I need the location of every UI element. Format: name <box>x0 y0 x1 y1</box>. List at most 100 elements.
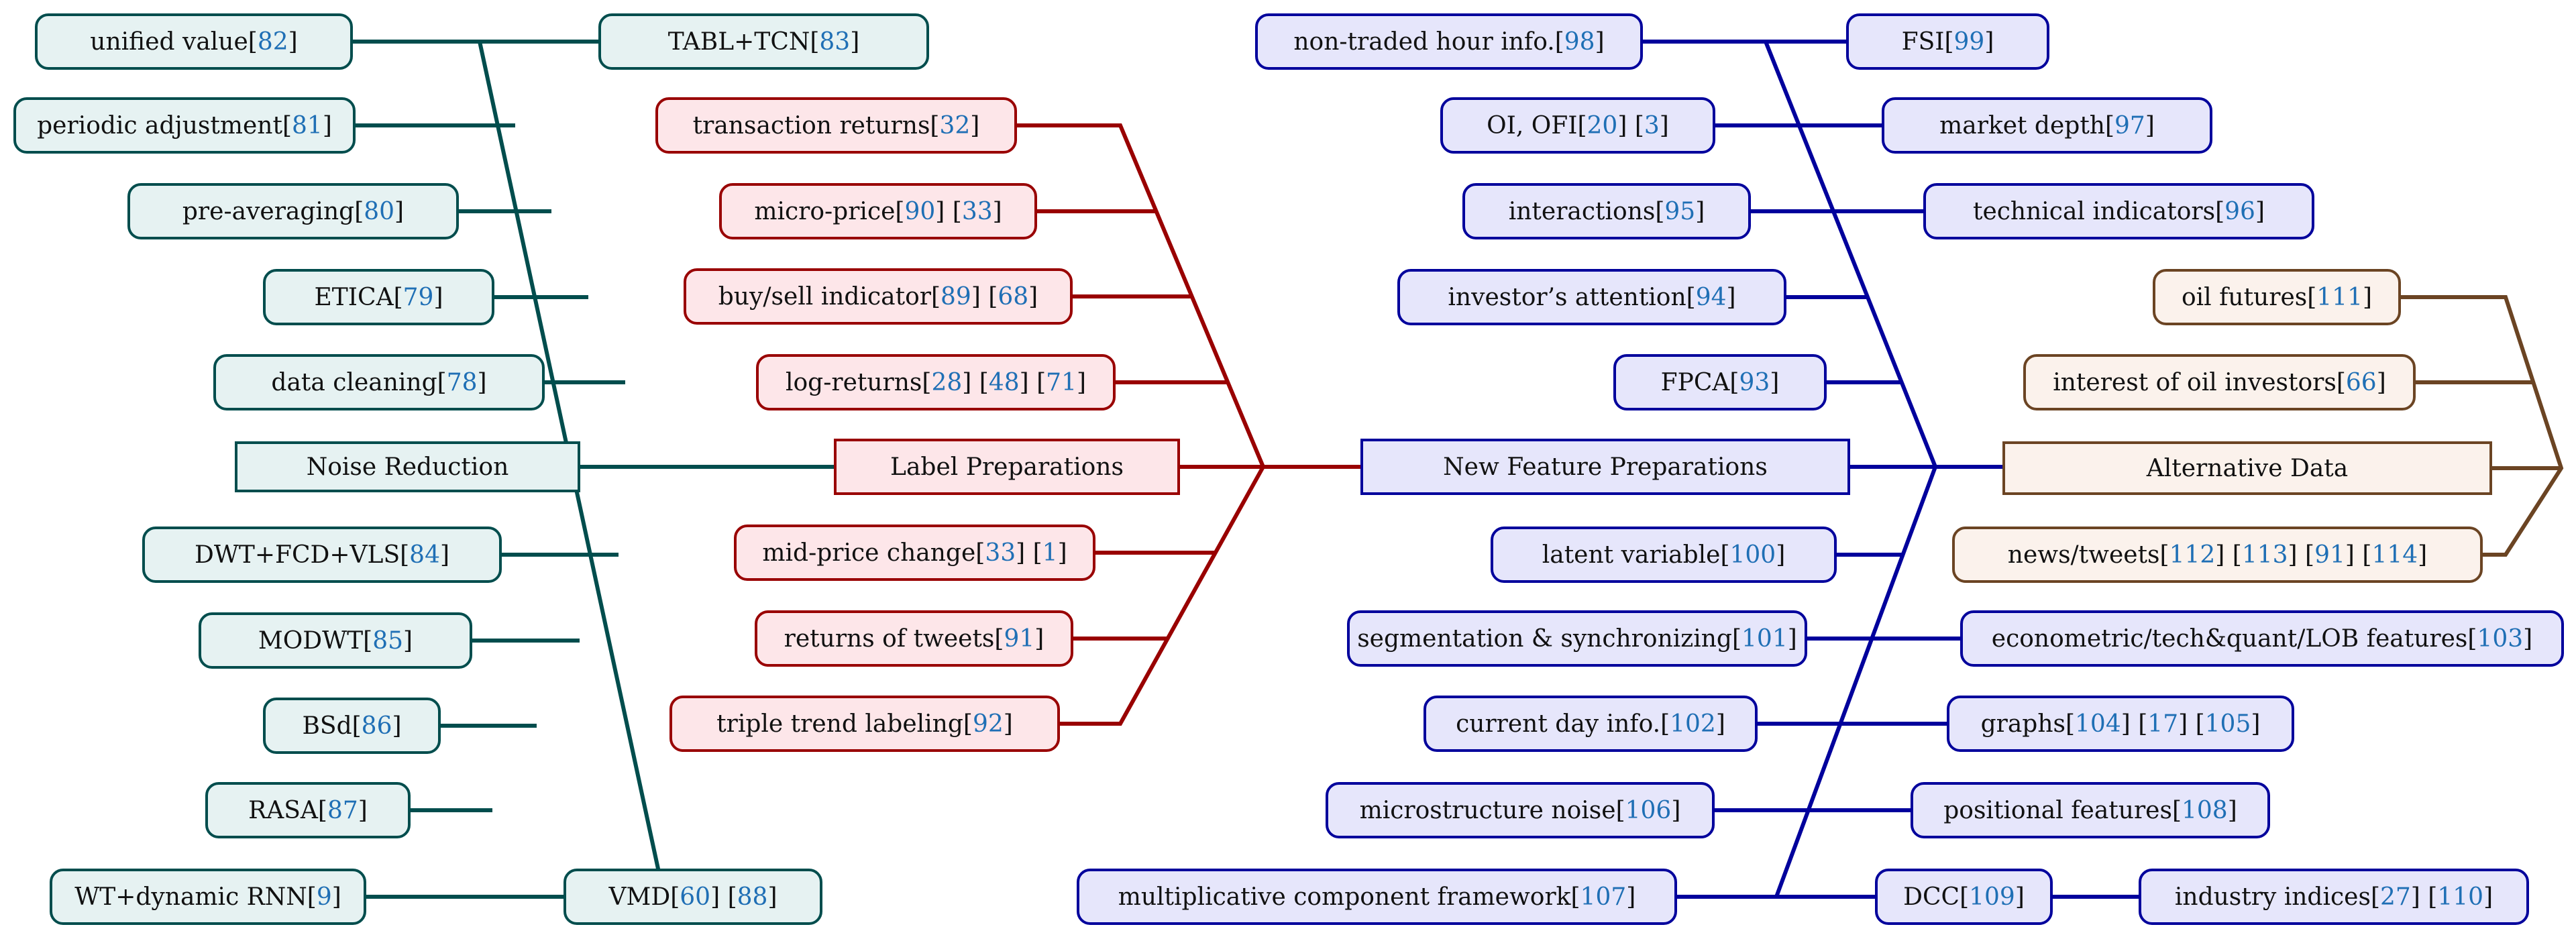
feature-item: DCC [109] <box>1875 869 2053 925</box>
label-item: log-returns [28] [48] [71] <box>756 354 1116 410</box>
citation-link[interactable]: 111 <box>2316 283 2363 311</box>
citation-link[interactable]: 113 <box>2241 541 2288 569</box>
citation-link[interactable]: 20 <box>1587 111 1618 140</box>
node-label: FSI <box>1901 27 1945 56</box>
citation-link[interactable]: 100 <box>1729 541 1776 569</box>
citation-link[interactable]: 89 <box>941 282 971 311</box>
feature-item: FPCA [93] <box>1613 354 1827 410</box>
node-label: FPCA <box>1660 368 1730 396</box>
node-label: RASA <box>248 796 318 824</box>
citation-link[interactable]: 85 <box>372 626 404 655</box>
node-label: pre-averaging <box>182 197 355 225</box>
node-label: interest of oil investors <box>2053 368 2337 396</box>
citation-link[interactable]: 78 <box>446 368 478 396</box>
citation-link[interactable]: 83 <box>819 27 851 56</box>
citation-link[interactable]: 82 <box>257 27 288 56</box>
citation-link[interactable]: 108 <box>2181 796 2228 824</box>
citation-link[interactable]: 99 <box>1953 27 1985 56</box>
alt-group-title: Alternative Data <box>2002 441 2492 495</box>
citation-link[interactable]: 81 <box>292 111 323 140</box>
node-label: triple trend labeling <box>716 710 963 738</box>
citation-link[interactable]: 94 <box>1695 283 1727 311</box>
citation-link[interactable]: 9 <box>316 883 332 911</box>
label-item: micro-price [90] [33] <box>719 183 1037 239</box>
citation-link[interactable]: 92 <box>972 710 1004 738</box>
citation-link[interactable]: 96 <box>2224 197 2255 225</box>
node-label: TABL+TCN <box>667 27 810 56</box>
node-label: positional features <box>1943 796 2172 824</box>
citation-link[interactable]: 33 <box>961 197 993 225</box>
citation-link[interactable]: 109 <box>1969 883 2015 911</box>
citation-link[interactable]: 97 <box>2114 111 2145 140</box>
citation-link[interactable]: 98 <box>1564 27 1595 56</box>
citation-link[interactable]: 71 <box>1046 368 1077 396</box>
citation-link[interactable]: 91 <box>1004 624 1035 653</box>
noise-item: WT+dynamic RNN [9] <box>50 869 366 925</box>
noise-item: ETICA [79] <box>263 269 494 325</box>
citation-link[interactable]: 32 <box>939 111 971 140</box>
label-item: transaction returns [32] <box>655 97 1017 154</box>
citation-link[interactable]: 68 <box>998 282 1029 311</box>
citation-link[interactable]: 87 <box>327 796 358 824</box>
citation-link[interactable]: 1 <box>1042 539 1058 567</box>
node-label: non-traded hour info. <box>1293 27 1555 56</box>
node-label: periodic adjustment <box>37 111 282 140</box>
citation-link[interactable]: 66 <box>2345 368 2377 396</box>
node-label: graphs <box>1980 710 2065 738</box>
citation-link[interactable]: 86 <box>361 712 392 740</box>
citation-link[interactable]: 110 <box>2437 883 2484 911</box>
node-label: transaction returns <box>692 111 930 140</box>
node-label: BSd <box>302 712 352 740</box>
feature-item: FSI [99] <box>1846 13 2049 70</box>
node-label: OI, OFI <box>1487 111 1578 140</box>
citation-link[interactable]: 105 <box>2204 710 2251 738</box>
citation-link[interactable]: 88 <box>737 883 768 911</box>
node-label: industry indices <box>2174 883 2371 911</box>
node-label: MODWT <box>258 626 364 655</box>
feature-item: OI, OFI [20] [3] <box>1440 97 1715 154</box>
node-label: DWT+FCD+VLS <box>194 541 400 569</box>
feature-item: technical indicators [96] <box>1923 183 2314 239</box>
citation-link[interactable]: 27 <box>2379 883 2411 911</box>
alt-group-title-label: Alternative Data <box>2146 454 2349 482</box>
node-label: mid-price change <box>762 539 976 567</box>
noise-item: BSd [86] <box>263 698 441 754</box>
feature-item: investor’s attention [94] <box>1397 269 1786 325</box>
citation-link[interactable]: 79 <box>402 283 434 311</box>
feature-item: microstructure noise [106] <box>1326 782 1715 838</box>
noise-item: DWT+FCD+VLS [84] <box>142 527 502 583</box>
citation-link[interactable]: 3 <box>1644 111 1660 140</box>
citation-link[interactable]: 112 <box>2169 541 2216 569</box>
feature-item: latent variable [100] <box>1491 527 1837 583</box>
noise-item: TABL+TCN [83] <box>598 13 929 70</box>
node-label: returns of tweets <box>784 624 995 653</box>
noise-item: pre-averaging [80] <box>127 183 459 239</box>
citation-link[interactable]: 103 <box>2477 624 2524 653</box>
citation-link[interactable]: 107 <box>1580 883 1627 911</box>
citation-link[interactable]: 93 <box>1739 368 1770 396</box>
feature-item: interactions [95] <box>1462 183 1751 239</box>
citation-link[interactable]: 106 <box>1625 796 1672 824</box>
citation-link[interactable]: 102 <box>1670 710 1716 738</box>
node-label: DCC <box>1903 883 1960 911</box>
feature-item: segmentation & synchronizing [101] <box>1347 610 1807 667</box>
citation-link[interactable]: 104 <box>2075 710 2121 738</box>
citation-link[interactable]: 28 <box>931 368 963 396</box>
noise-item: MODWT [85] <box>199 612 472 669</box>
citation-link[interactable]: 101 <box>1741 624 1788 653</box>
citation-link[interactable]: 33 <box>985 539 1016 567</box>
citation-link[interactable]: 48 <box>988 368 1020 396</box>
citation-link[interactable]: 91 <box>2314 541 2345 569</box>
node-label: microstructure noise <box>1359 796 1616 824</box>
feature-item: positional features [108] <box>1911 782 2270 838</box>
citation-link[interactable]: 84 <box>409 541 440 569</box>
citation-link[interactable]: 17 <box>2147 710 2179 738</box>
node-label: interactions <box>1508 197 1656 225</box>
citation-link[interactable]: 90 <box>904 197 936 225</box>
citation-link[interactable]: 80 <box>364 197 395 225</box>
citation-link[interactable]: 95 <box>1664 197 1696 225</box>
citation-link[interactable]: 114 <box>2371 541 2418 569</box>
citation-link[interactable]: 60 <box>680 883 711 911</box>
node-label: market depth <box>1939 111 2105 140</box>
